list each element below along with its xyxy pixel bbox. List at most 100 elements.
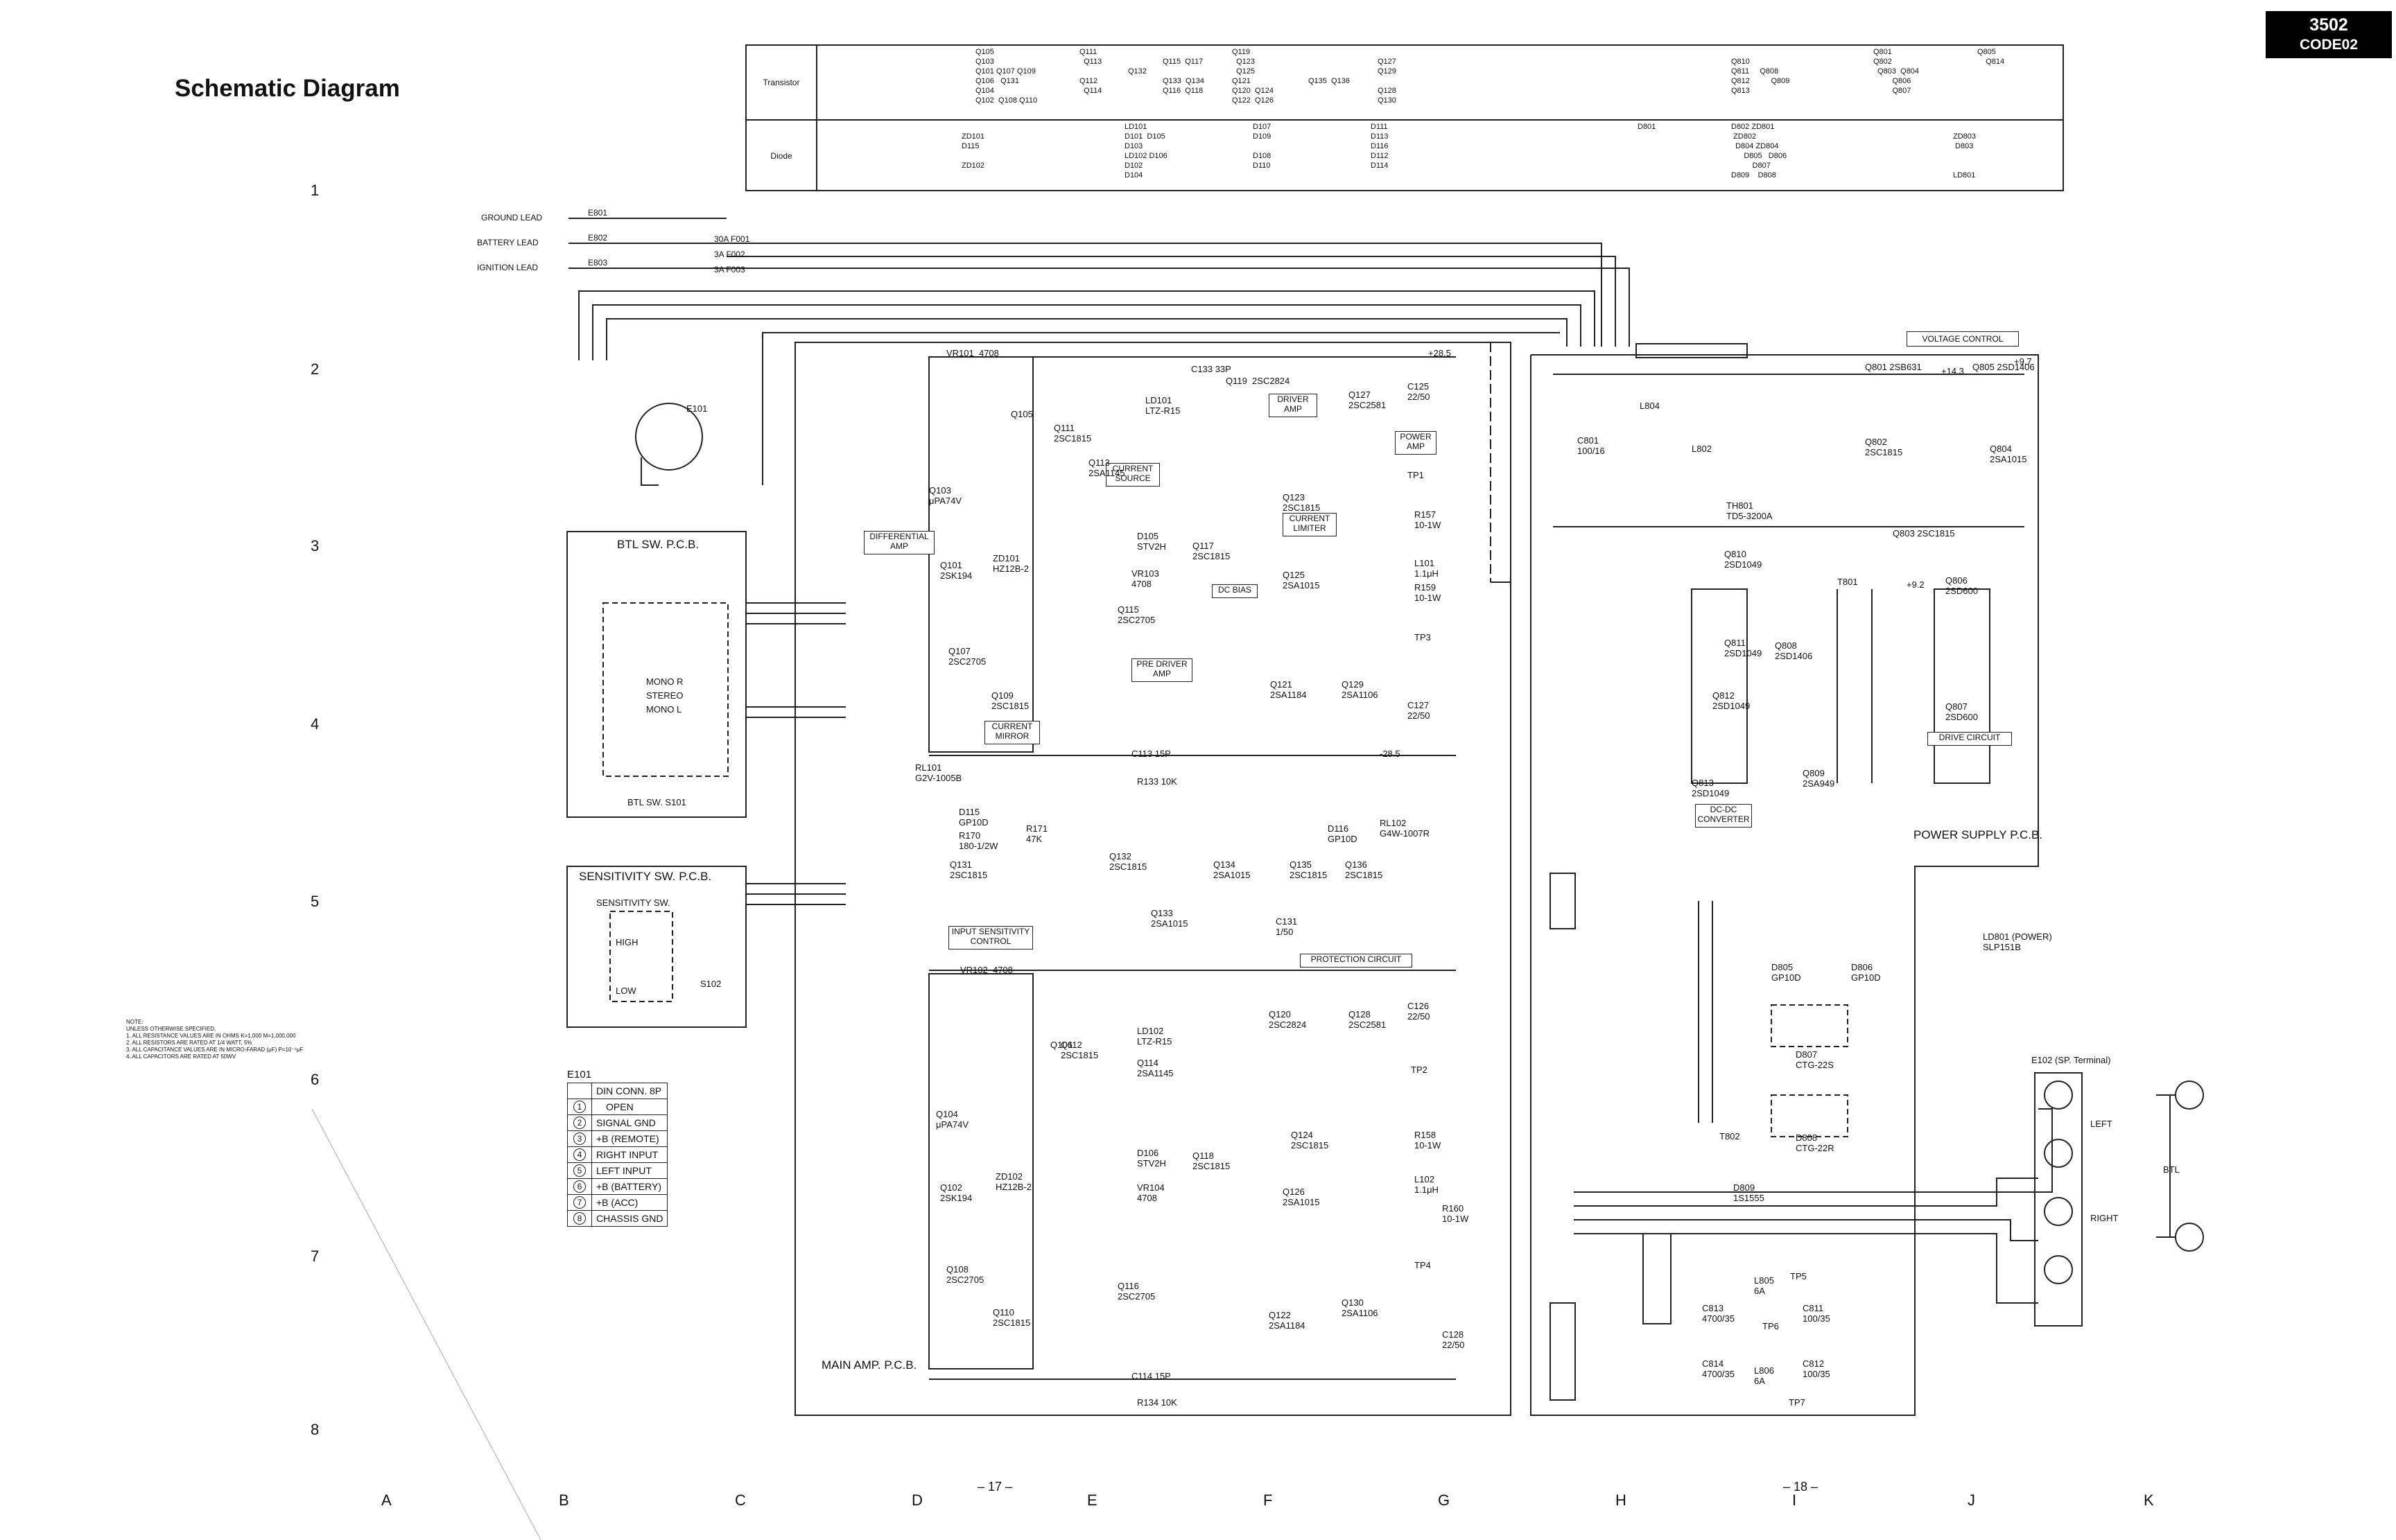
- q807-label: Q807 2SD600: [1945, 701, 1978, 722]
- speaker-terminal-label: E102 (SP. Terminal): [2031, 1055, 2111, 1065]
- grid-col-label: K: [2144, 1491, 2154, 1509]
- vr103-label: VR103 4708: [1131, 568, 1159, 589]
- th801-label: TH801 TD5-3200A: [1726, 500, 1773, 521]
- speaker-left-label: LEFT: [2090, 1119, 2112, 1129]
- q809-label: Q809 2SA949: [1803, 768, 1835, 789]
- e801-label: E801: [588, 208, 608, 218]
- q134-label: Q134 2SA1015: [1213, 859, 1251, 880]
- sensitivity-sw-pcb-label: SENSITIVITY SW. P.C.B.: [579, 870, 712, 883]
- q133-label: Q133 2SA1015: [1151, 908, 1188, 929]
- q802-label: Q802 2SC1815: [1865, 437, 1903, 457]
- stereo-label: STEREO: [646, 690, 684, 701]
- c114-label: C114 15P: [1131, 1371, 1171, 1381]
- r170-label: R170 180-1/2W: [959, 830, 998, 851]
- sens-sw-label: SENSITIVITY SW.: [596, 898, 670, 908]
- t801-label: T801: [1837, 577, 1858, 587]
- pin-label: OPEN: [591, 1099, 668, 1115]
- q112-label: Q112 2SC1815: [1061, 1040, 1099, 1060]
- ignition-lead-label: IGNITION LEAD: [477, 263, 539, 272]
- q114-label: Q114 2SA1145: [1137, 1058, 1174, 1078]
- q136-label: Q136 2SC1815: [1345, 859, 1383, 880]
- ld801-label: LD801 (POWER) SLP151B: [1983, 931, 2052, 952]
- r133-label: R133 10K: [1137, 776, 1177, 787]
- grid-col-label: A: [381, 1491, 392, 1509]
- q120-label: Q120 2SC2824: [1269, 1009, 1307, 1030]
- pin-number: 4: [573, 1148, 586, 1161]
- pin-label: LEFT INPUT: [591, 1162, 668, 1179]
- grid-col-label: E: [1087, 1491, 1097, 1509]
- transistor-group: Q135 Q136: [1308, 77, 1350, 85]
- sensitivity-sw-pcb-border: [566, 866, 747, 1028]
- r157-label: R157 10-1W: [1414, 509, 1441, 530]
- grid-row-label: 1: [311, 182, 320, 199]
- q107-label: Q107 2SC2705: [948, 646, 987, 667]
- q804-label: Q804 2SA1015: [1990, 444, 2027, 464]
- l802-label: L802: [1692, 444, 1712, 454]
- grid-col-label: G: [1438, 1491, 1450, 1509]
- q801-label: Q801 2SB631: [1865, 362, 1922, 372]
- q135-label: Q135 2SC1815: [1290, 859, 1328, 880]
- q111-label: Q111 2SC1815: [1054, 423, 1092, 444]
- transistor-group: Q132: [1128, 67, 1147, 76]
- grid-col-label: F: [1263, 1491, 1273, 1509]
- l804-label: L804: [1640, 401, 1660, 411]
- q118-label: Q118 2SC1815: [1192, 1150, 1231, 1171]
- q805-label: Q805 2SD1406: [1972, 362, 2035, 372]
- pin-number: 7: [573, 1196, 586, 1209]
- transistor-group: Q810 Q811 Q808 Q812 Q809 Q813: [1731, 58, 1790, 95]
- q102-label: Q102 2SK194: [940, 1182, 973, 1203]
- q109-label: Q109 2SC1815: [991, 690, 1030, 711]
- transistor-header: Transistor: [747, 46, 817, 119]
- power-amp-block: POWER AMP: [1395, 431, 1436, 455]
- q128-label: Q128 2SC2581: [1348, 1009, 1387, 1030]
- q803-label: Q803 2SC1815: [1893, 528, 1955, 539]
- fuse-f002-label: 3A F002: [714, 250, 745, 259]
- notes-block: NOTE: UNLESS OTHERWISE SPECIFIED, 1. ALL…: [126, 1019, 303, 1060]
- r160-label: R160 10-1W: [1442, 1203, 1469, 1224]
- diode-group: LD101 D101 D105 D103 LD102 D106 D102 D10…: [1125, 123, 1167, 180]
- q131-label: Q131 2SC1815: [950, 859, 988, 880]
- diode-group: D111 D113 D116 D112 D114: [1371, 123, 1389, 170]
- current-limiter-block: CURRENT LIMITER: [1283, 513, 1337, 536]
- parts-location-table: Transistor Q105 Q103 Q101 Q107 Q109 Q106…: [745, 44, 2064, 191]
- q130-label: Q130 2SA1106: [1342, 1297, 1378, 1318]
- d115-label: D115 GP10D: [959, 807, 989, 828]
- diode-header: Diode: [747, 121, 817, 191]
- power-supply-pcb-border: [1530, 354, 2039, 1416]
- page-title: Schematic Diagram: [175, 75, 400, 102]
- q127-label: Q127 2SC2581: [1348, 390, 1387, 410]
- q123-label: Q123 2SC1815: [1283, 492, 1321, 513]
- page-number-right: – 18 –: [1783, 1480, 1818, 1494]
- low-label: LOW: [616, 986, 636, 996]
- q132-label: Q132 2SC1815: [1109, 851, 1147, 872]
- model-number: 3502: [2309, 15, 2348, 35]
- e803-label: E803: [588, 258, 608, 268]
- c126-label: C126 22/50: [1407, 1001, 1430, 1022]
- current-source-block: CURRENT SOURCE: [1106, 463, 1160, 487]
- ground-lead-label: GROUND LEAD: [481, 213, 543, 222]
- pin-label: +B (BATTERY): [591, 1178, 668, 1195]
- diode-group: ZD101 D115 ZD102: [962, 132, 985, 170]
- dc-bias-block: DC BIAS: [1212, 584, 1258, 598]
- q110-label: Q110 2SC1815: [993, 1307, 1031, 1328]
- c813-label: C813 4700/35: [1702, 1303, 1735, 1324]
- d805-label: D805 GP10D: [1771, 962, 1801, 983]
- voltage-control-block: VOLTAGE CONTROL: [1907, 331, 2019, 347]
- v-minus-label: -28.5: [1380, 749, 1400, 759]
- protection-circuit-block: PROTECTION CIRCUIT: [1300, 954, 1412, 968]
- e802-label: E802: [588, 233, 608, 243]
- current-mirror-block: CURRENT MIRROR: [984, 721, 1040, 744]
- tp1-label: TP1: [1407, 470, 1424, 480]
- pin-label: SIGNAL GND: [591, 1114, 668, 1131]
- grid-col-label: J: [1968, 1491, 1975, 1509]
- notes-line: 2. ALL RESISTORS ARE RATED AT 1/4 WATT, …: [126, 1040, 252, 1046]
- vr101-label: VR101 4708: [946, 348, 999, 358]
- transistor-row: Transistor Q105 Q103 Q101 Q107 Q109 Q106…: [747, 46, 2063, 121]
- q126-label: Q126 2SA1015: [1283, 1187, 1320, 1207]
- transistor-group: Q801 Q802 Q803 Q804 Q806 Q807: [1873, 48, 1920, 95]
- mono-l-label: MONO L: [646, 704, 682, 715]
- d809-label: D809 1S1555: [1733, 1182, 1764, 1203]
- fuse-f001-label: 30A F001: [714, 234, 750, 244]
- ld101-label: LD101 LTZ-R15: [1145, 395, 1181, 416]
- v9-2-label: +9.2: [1907, 579, 1925, 590]
